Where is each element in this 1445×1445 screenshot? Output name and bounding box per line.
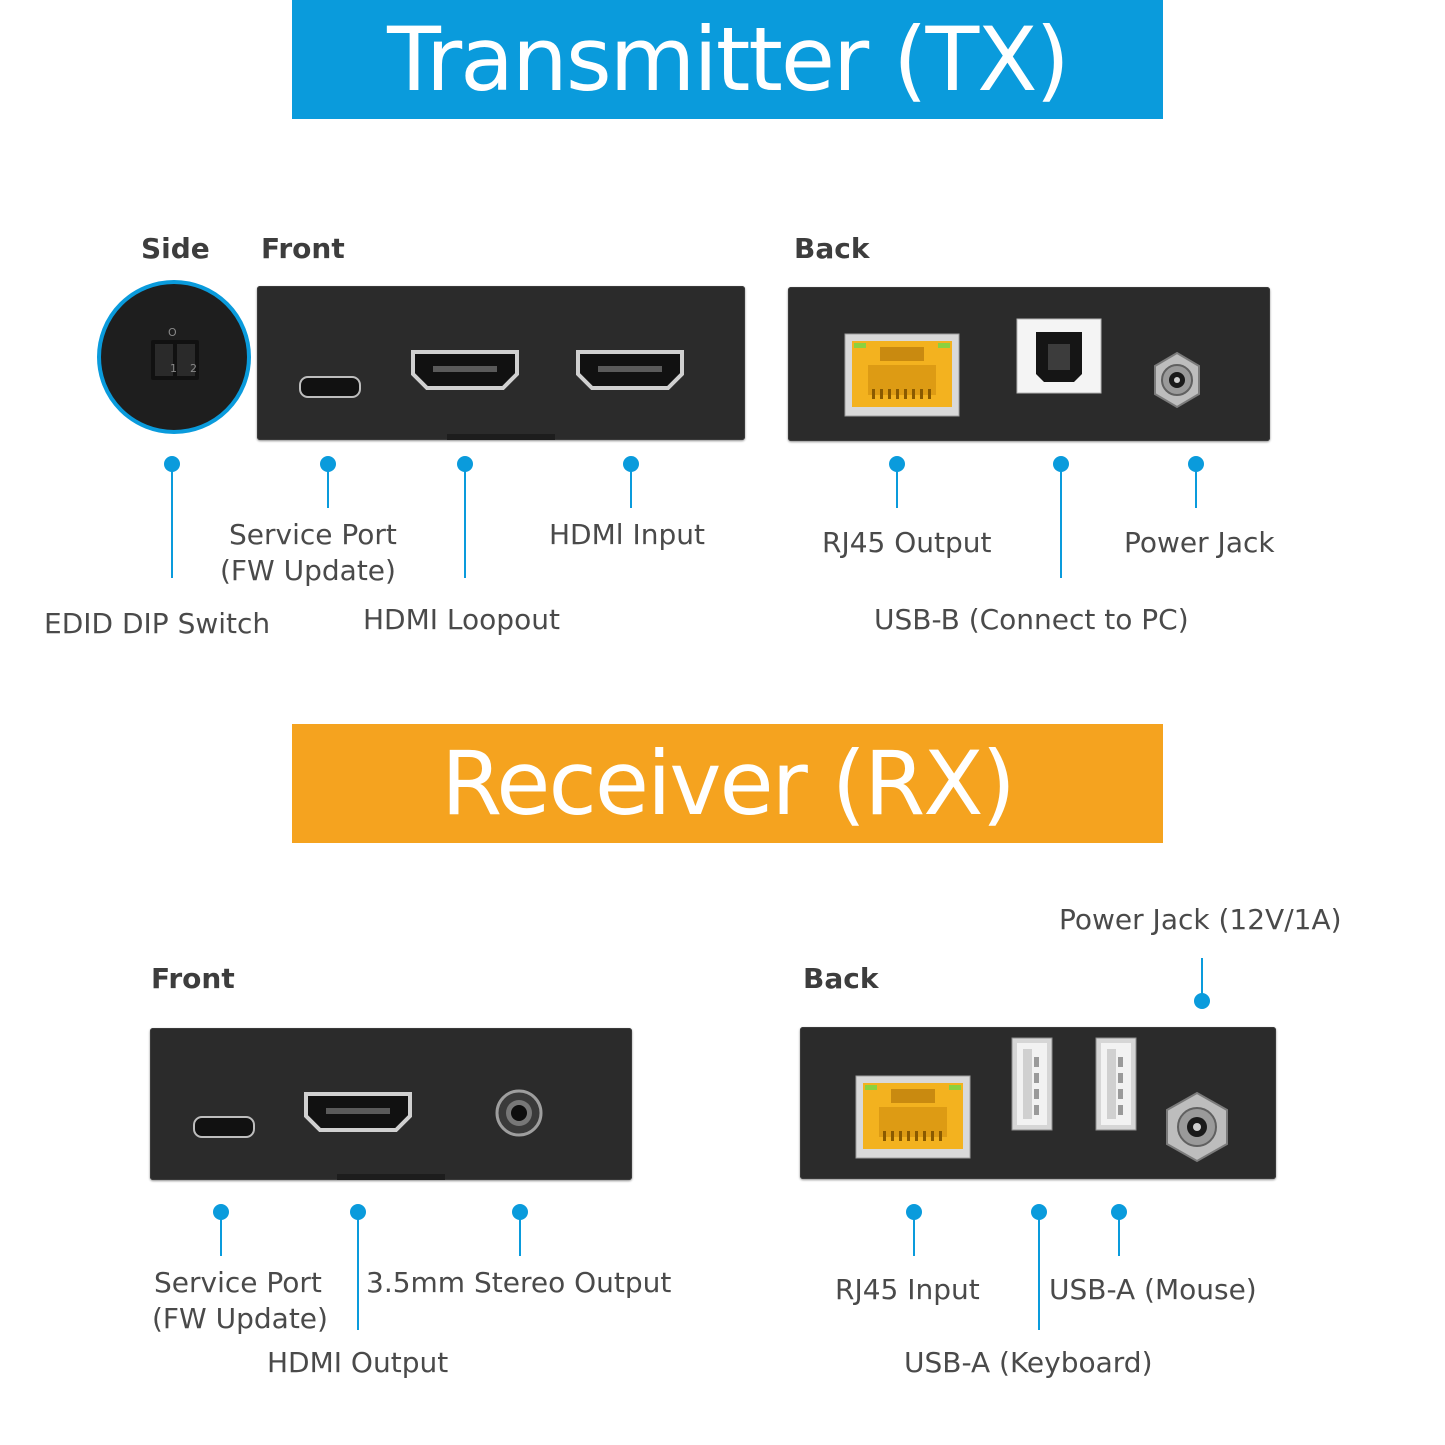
label-service-port: Service Port — [229, 518, 397, 551]
callout-dot — [320, 456, 336, 472]
label-hdmi-loopout: HDMI Loopout — [363, 603, 560, 636]
label-hdmi-input: HDMl Input — [549, 518, 705, 551]
rj45-port-icon — [844, 333, 960, 417]
callout-dot — [350, 1204, 366, 1220]
callout-dot — [1194, 993, 1210, 1009]
hdmi-port-icon — [574, 348, 686, 392]
label-service-port-sub: (FW Update) — [220, 554, 396, 587]
tx-back-title: Back — [794, 232, 870, 265]
dip-switch-lever-2 — [177, 344, 195, 376]
hdmi-port-icon — [409, 348, 521, 392]
label-rj45-input: RJ45 Input — [835, 1273, 980, 1306]
rx-front-panel — [150, 1028, 632, 1180]
dip-mark-1: 1 — [170, 362, 177, 375]
power-jack-icon — [1164, 1091, 1230, 1163]
callout-line — [1195, 466, 1197, 508]
label-stereo-output: 3.5mm Stereo Output — [366, 1266, 672, 1299]
callout-line — [357, 1214, 359, 1330]
callout-line — [464, 466, 466, 578]
audio-jack-icon — [494, 1088, 544, 1138]
callout-dot — [889, 456, 905, 472]
label-usb-b: USB-B (Connect to PC) — [874, 603, 1189, 636]
dip-mark-on: O — [168, 326, 177, 339]
callout-dot — [1111, 1204, 1127, 1220]
label-hdmi-output: HDMI Output — [267, 1346, 449, 1379]
micro-usb-port-icon — [193, 1116, 255, 1138]
dip-mark-2: 2 — [190, 362, 197, 375]
label-rx-service-port-sub: (FW Update) — [152, 1302, 328, 1335]
hdmi-port-icon — [302, 1090, 414, 1134]
label-power-jack-12v: Power Jack (12V/1A) — [1059, 903, 1342, 936]
usb-a-port-icon — [1095, 1037, 1137, 1131]
tx-front-title: Front — [261, 232, 345, 265]
callout-line — [1201, 958, 1203, 994]
tx-front-lip — [447, 434, 555, 440]
callout-dot — [164, 456, 180, 472]
callout-dot — [512, 1204, 528, 1220]
rx-back-panel — [800, 1027, 1276, 1179]
callout-line — [1060, 466, 1062, 578]
callout-line — [913, 1214, 915, 1256]
rx-front-lip — [337, 1174, 445, 1180]
tx-side-dip-zoom: O 1 2 — [97, 280, 251, 434]
dip-switch-lever-1 — [155, 344, 173, 376]
callout-line — [220, 1214, 222, 1256]
label-usb-a-mouse: USB-A (Mouse) — [1049, 1273, 1257, 1306]
callout-dot — [1031, 1204, 1047, 1220]
rx-banner: Receiver (RX) — [292, 724, 1163, 843]
callout-dot — [1053, 456, 1069, 472]
callout-dot — [906, 1204, 922, 1220]
callout-line — [1118, 1214, 1120, 1256]
micro-usb-port-icon — [299, 376, 361, 398]
label-usb-a-keyboard: USB-A (Keyboard) — [904, 1346, 1153, 1379]
callout-dot — [457, 456, 473, 472]
usb-a-port-icon — [1011, 1037, 1053, 1131]
label-power-jack: Power Jack — [1124, 526, 1275, 559]
rx-front-title: Front — [151, 962, 235, 995]
callout-line — [171, 466, 173, 578]
label-edid-dip-switch: EDID DIP Switch — [44, 607, 271, 640]
callout-line — [327, 466, 329, 508]
rj45-port-icon — [855, 1075, 971, 1159]
label-rx-service-port: Service Port — [154, 1266, 322, 1299]
callout-line — [1038, 1214, 1040, 1330]
tx-banner: Transmitter (TX) — [292, 0, 1163, 119]
tx-side-title: Side — [141, 232, 210, 265]
callout-line — [896, 466, 898, 508]
callout-dot — [623, 456, 639, 472]
callout-dot — [213, 1204, 229, 1220]
label-rj45-output: RJ45 Output — [822, 526, 992, 559]
usb-b-port-icon — [1016, 318, 1102, 394]
tx-back-panel — [788, 287, 1270, 441]
rx-banner-title: Receiver (RX) — [441, 732, 1016, 835]
rx-back-title: Back — [803, 962, 879, 995]
callout-line — [519, 1214, 521, 1256]
tx-banner-title: Transmitter (TX) — [387, 8, 1070, 111]
power-jack-icon — [1152, 351, 1202, 409]
callout-dot — [1188, 456, 1204, 472]
tx-front-panel — [257, 286, 745, 440]
callout-line — [630, 466, 632, 508]
